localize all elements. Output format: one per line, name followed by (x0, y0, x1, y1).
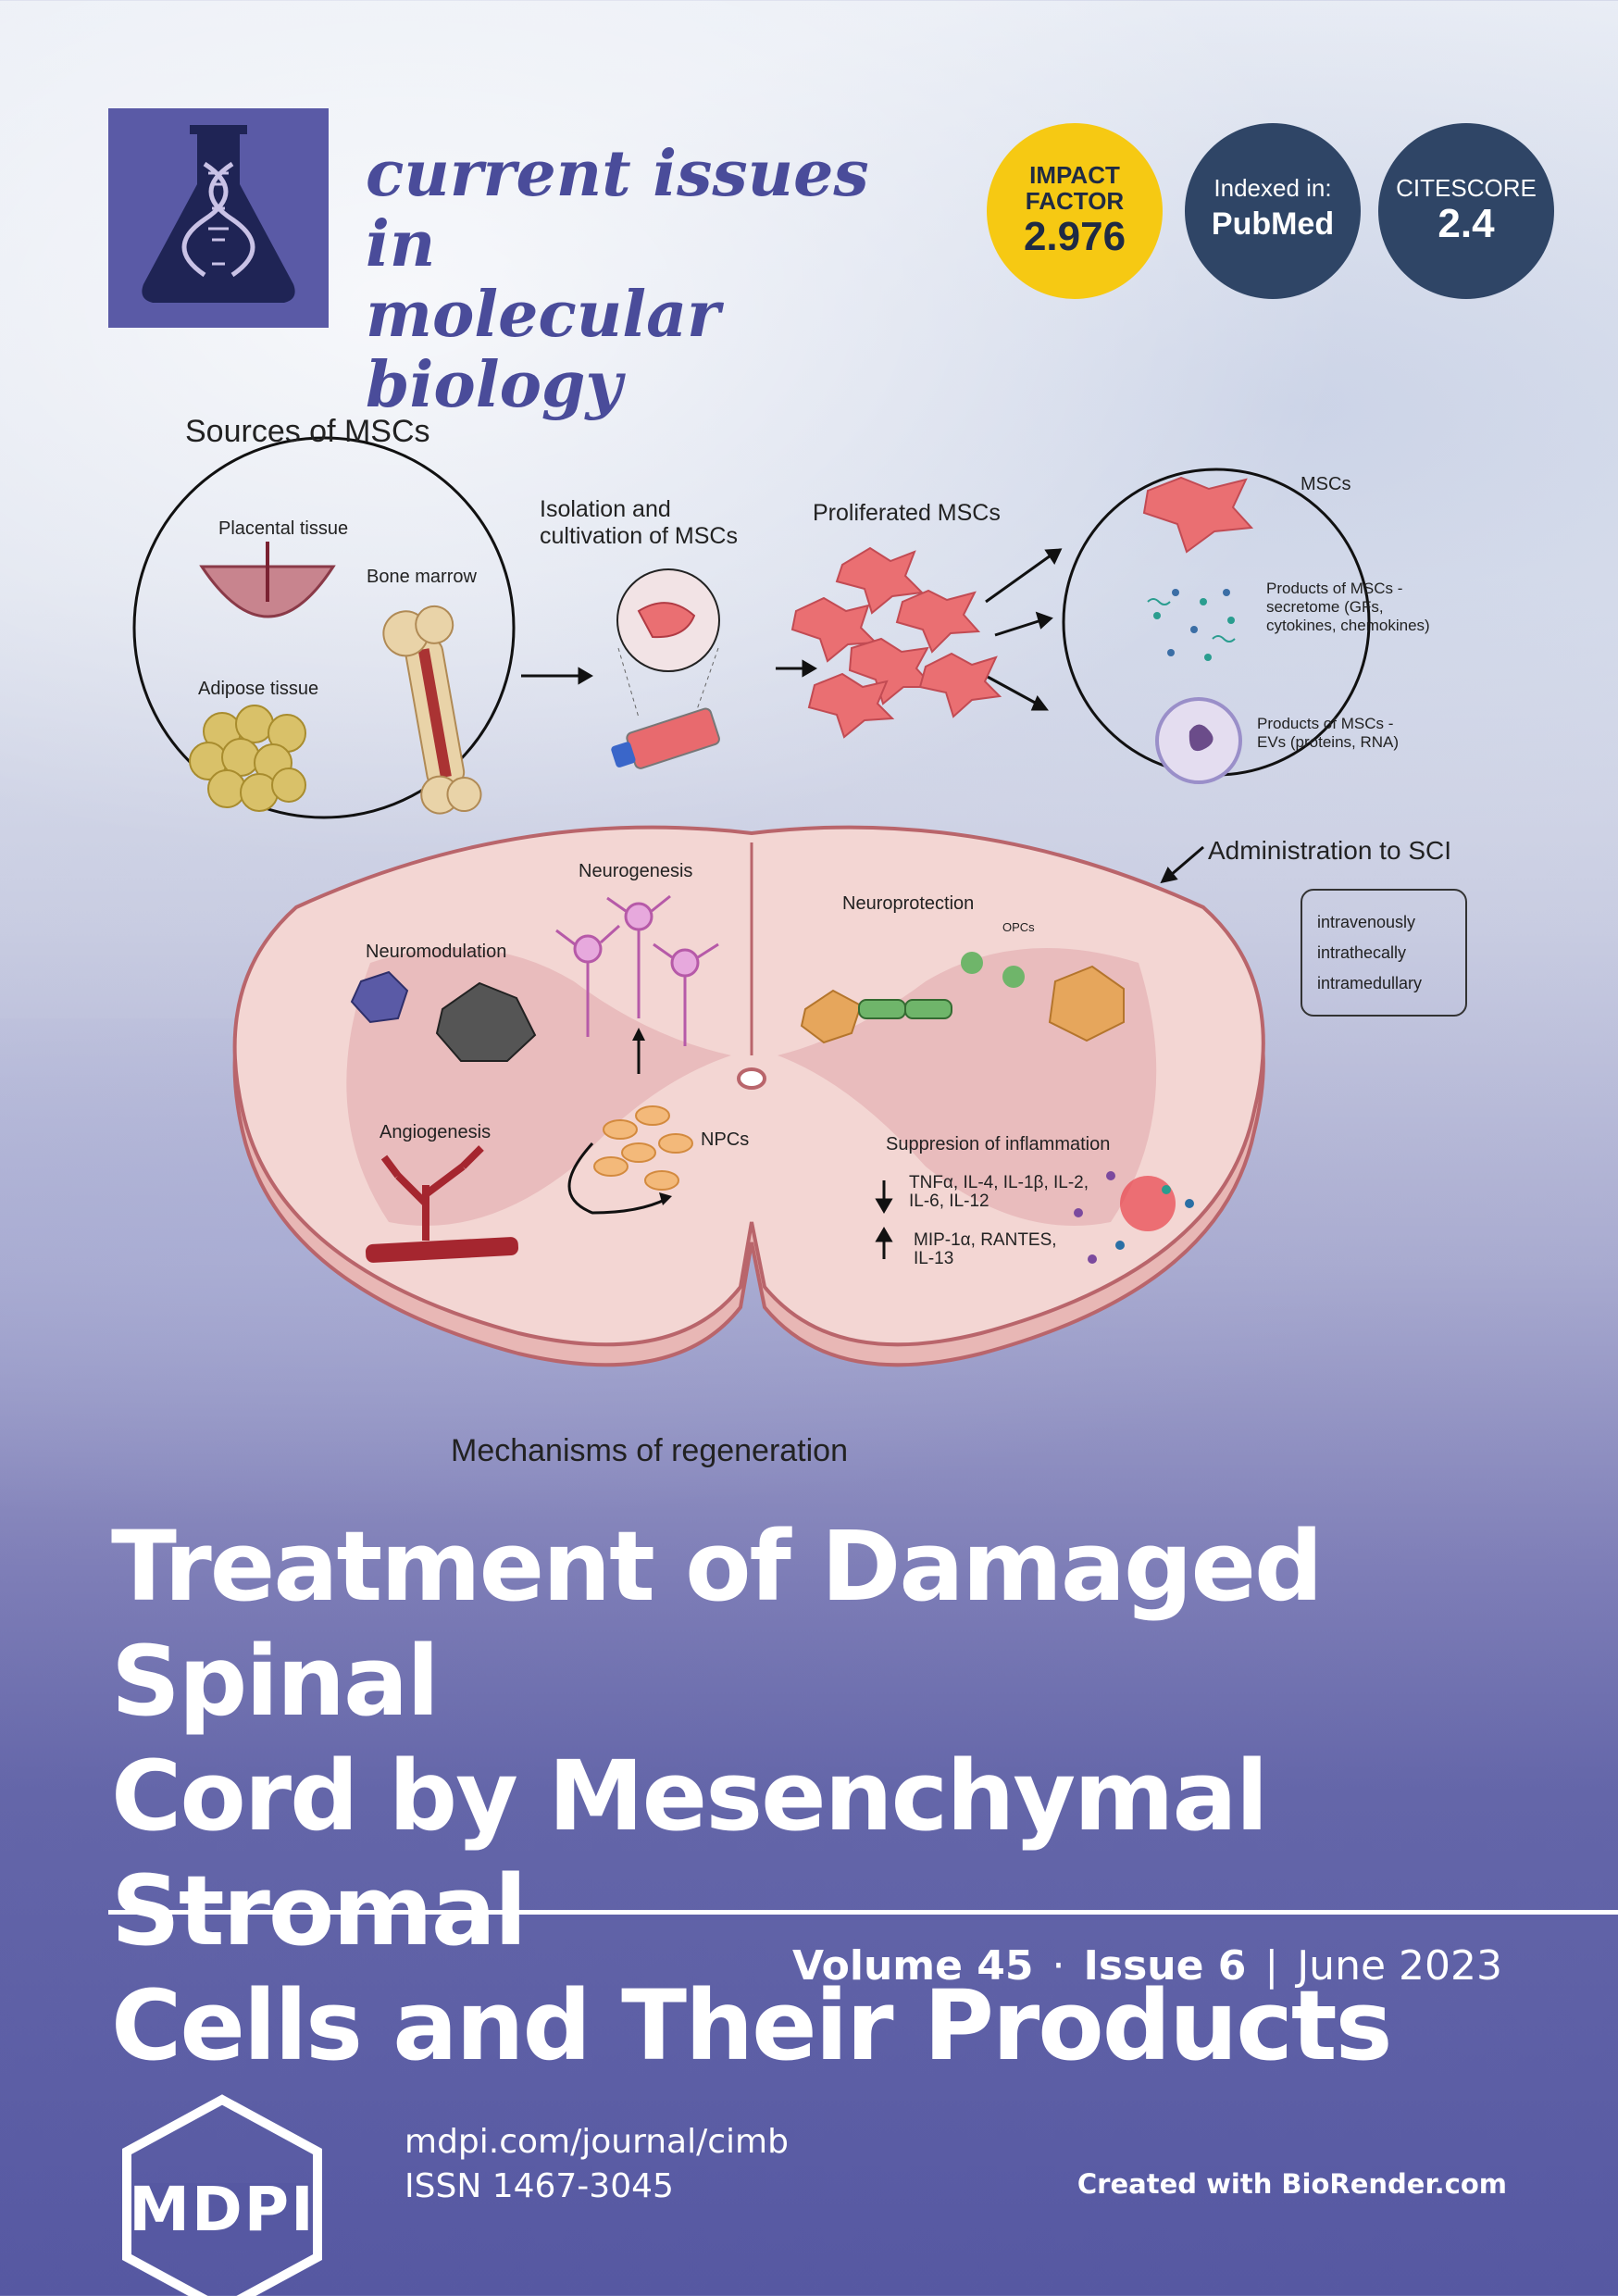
label-isolation-line1: Isolation and (540, 496, 671, 522)
impact-factor-label2: FACTOR (1025, 187, 1125, 215)
secretome-dots (1147, 589, 1236, 661)
label-downregulated: TNFα, IL-4, IL-1β, IL-2, IL-6, IL-12 (909, 1174, 1089, 1211)
label-placental: Placental tissue (218, 518, 349, 539)
journal-title: current issues in molecular biology (366, 139, 958, 420)
msc-diagram (132, 436, 1371, 1367)
citescore-badge: CITESCORE 2.4 (1378, 123, 1554, 299)
regulation-arrows (875, 1180, 893, 1259)
indexed-value: PubMed (1211, 206, 1335, 242)
biorender-credit: Created with BioRender.com (1077, 2168, 1507, 2200)
indexed-badge: Indexed in: PubMed (1185, 123, 1361, 299)
issue-label: Issue 6 (1083, 1942, 1247, 1990)
journal-title-line2: molecular biology (366, 278, 720, 422)
issn-label: ISSN 1467-3045 (404, 2167, 674, 2205)
inflammation-dots (1074, 1171, 1194, 1264)
label-products-secretome: Products of MSCs - secretome (GFs, cytok… (1266, 580, 1430, 635)
neurogenesis-neurons (555, 894, 719, 1046)
label-products-evs-line1: Products of MSCs - (1257, 715, 1394, 732)
adipose-icon (189, 705, 306, 812)
label-neurogenesis: Neurogenesis (579, 861, 693, 881)
mdpi-wordmark: MDPI (129, 2174, 316, 2245)
flask-dna-icon (142, 125, 295, 303)
msc-cell-icon (1142, 476, 1254, 554)
administration-routes-box: intravenously intrathecally intramedulla… (1301, 889, 1467, 1017)
neuromodulation-cell-grey (435, 981, 537, 1062)
impact-factor-value: 2.976 (1023, 214, 1126, 259)
label-upregulated-line1: MIP-1α, RANTES, (914, 1230, 1057, 1250)
spinal-cord-section (232, 825, 1265, 1367)
label-isolation: Isolation and cultivation of MSCs (540, 496, 738, 550)
npc-cells (593, 1105, 693, 1191)
culture-flask-icon (611, 707, 720, 769)
label-upregulated: MIP-1α, RANTES, IL-13 (914, 1231, 1057, 1268)
label-suppression: Suppresion of inflammation (886, 1134, 1111, 1154)
angiogenesis-vessel (365, 1145, 519, 1263)
journal-links: mdpi.com/journal/cimb ISSN 1467-3045 (404, 2120, 789, 2209)
volume-label: Volume 45 (791, 1942, 1034, 1990)
label-downregulated-line2: IL-6, IL-12 (909, 1192, 989, 1211)
label-npcs: NPCs (701, 1129, 750, 1150)
label-mscs: MSCs (1301, 474, 1351, 494)
journal-logo (108, 108, 329, 328)
sources-title: Sources of MSCs (185, 414, 430, 449)
citescore-label: CITESCORE (1396, 174, 1537, 202)
neuroprotection-cells (800, 952, 1125, 1044)
divider-rule (108, 1910, 1618, 1915)
article-title-line2: Cord by Mesenchymal Stromal (111, 1740, 1268, 1967)
route-intravenously: intravenously (1317, 913, 1416, 931)
label-opcs: OPCs (1002, 920, 1035, 934)
journal-title-line1: current issues in (366, 137, 869, 281)
label-products-secretome-line1: Products of MSCs - (1266, 580, 1403, 597)
article-title-line1: Treatment of Damaged Spinal (111, 1510, 1323, 1738)
bone-icon (382, 605, 482, 815)
label-proliferated: Proliferated MSCs (813, 500, 1001, 526)
dot-separator: · (1052, 1942, 1065, 1990)
label-products-evs-line2: EVs (proteins, RNA) (1257, 733, 1400, 751)
label-downregulated-line1: TNFα, IL-4, IL-1β, IL-2, (909, 1173, 1089, 1192)
label-products-secretome-line3: cytokines, chemokines) (1266, 617, 1430, 634)
label-angiogenesis: Angiogenesis (380, 1122, 492, 1142)
article-title-line3: Cells and Their Products (111, 1969, 1393, 2082)
impact-factor-badge: IMPACT FACTOR 2.976 (987, 123, 1163, 299)
indexed-label: Indexed in: (1214, 174, 1332, 202)
mdpi-logo: MDPI (106, 2092, 338, 2296)
label-adipose: Adipose tissue (198, 679, 319, 699)
label-neuromodulation: Neuromodulation (366, 942, 507, 962)
impact-factor-label: IMPACT (1029, 161, 1120, 189)
journal-url[interactable]: mdpi.com/journal/cimb (404, 2123, 789, 2161)
sources-circle (132, 436, 516, 819)
label-products-secretome-line2: secretome (GFs, (1266, 598, 1384, 616)
citescore-value: 2.4 (1438, 201, 1495, 246)
label-neuroprotection: Neuroprotection (842, 893, 975, 914)
article-title: Treatment of Damaged Spinal Cord by Mese… (111, 1509, 1555, 2083)
bar-separator: | (1264, 1942, 1279, 1990)
issue-info: Volume 45 · Issue 6 | June 2023 (792, 1942, 1502, 1990)
label-products-evs: Products of MSCs - EVs (proteins, RNA) (1257, 715, 1399, 752)
route-intrathecally: intrathecally (1317, 943, 1407, 962)
issue-date: June 2023 (1297, 1942, 1502, 1990)
route-intramedullary: intramedullary (1317, 974, 1423, 992)
label-upregulated-line2: IL-13 (914, 1249, 954, 1268)
mdpi-hexagon-icon (122, 2094, 322, 2296)
label-administration: Administration to SCI (1208, 836, 1451, 865)
label-bone-marrow: Bone marrow (367, 567, 477, 587)
proliferated-cells (790, 546, 1002, 739)
label-isolation-line2: cultivation of MSCs (540, 523, 738, 549)
neuromodulation-cell-purple (350, 970, 409, 1024)
label-mechanisms: Mechanisms of regeneration (451, 1433, 849, 1468)
